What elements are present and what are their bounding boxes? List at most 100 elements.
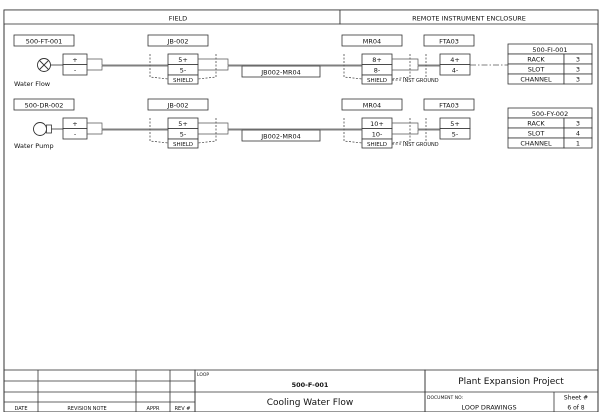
device-terminal-minus-label: -	[74, 131, 77, 139]
jb-tag: JB-002	[166, 38, 188, 46]
device-terminal-plus-label: +	[72, 120, 77, 128]
device-terminal-plus-label: +	[72, 56, 77, 64]
rie-header-cell	[339, 9, 599, 25]
title-block	[3, 369, 599, 413]
loop-1: 500-FT-001 JB-002 MR04 FTA03 Water Flow …	[13, 34, 593, 88]
fta-terminal-minus-label: 5-	[452, 131, 459, 139]
instrument-tag: 500-FT-001	[26, 38, 63, 46]
mr-shield-right	[391, 118, 411, 144]
mr-terminal-plus-label: 8+	[372, 56, 382, 64]
mr-shield-terminal	[361, 138, 393, 149]
loop-2: 500-DR-002 JB-002 MR04 FTA03 Water Pump …	[13, 98, 593, 150]
jb-shield-left	[149, 118, 169, 144]
jb-shield-label: SHIELD	[173, 142, 193, 148]
mr-shield-label: SHIELD	[367, 142, 387, 148]
rev-header-note: REVISION NOTE	[67, 406, 106, 412]
jb-terminal-minus-label: 5-	[180, 131, 187, 139]
jb-shield-left	[149, 54, 169, 80]
io-row-value: 3	[576, 56, 580, 64]
device-label: Water Pump	[14, 142, 54, 150]
mr-shield-terminal	[361, 74, 393, 85]
project-name: Plant Expansion Project	[458, 377, 564, 387]
rev-header-appr: APPR	[147, 406, 160, 412]
rie-header: REMOTE INSTRUMENT ENCLOSURE	[412, 15, 526, 23]
document-name: LOOP DRAWINGS	[461, 404, 516, 412]
fta-terminal-minus	[439, 128, 471, 140]
document-label: DOCUMENT NO:	[427, 395, 463, 401]
rev-header-rev: REV #	[175, 406, 191, 412]
jb-tag-box	[147, 98, 209, 111]
fta-tag-box	[423, 98, 475, 111]
sheet-label: Sheet #	[564, 395, 588, 402]
loop-number: 500-F-001	[292, 381, 329, 389]
io-row-label: SLOT	[528, 66, 545, 74]
mr-tag-box	[341, 98, 403, 111]
instrument-tag-box	[13, 98, 75, 111]
mr-tag: MR04	[363, 102, 381, 110]
io-tag: 500-FI-001	[532, 46, 567, 54]
io-row-value: 3	[576, 76, 580, 84]
fta-tag: FTA03	[439, 102, 459, 110]
title-block-text: DATE REVISION NOTE APPR REV # LOOP 500-F…	[14, 372, 588, 412]
mr-shield-label: SHIELD	[367, 78, 387, 84]
io-tag: 500-FY-002	[532, 110, 568, 118]
jb-shield-terminal	[167, 74, 199, 85]
loop-2-wiring	[87, 122, 440, 135]
jb-shield-terminal	[167, 138, 199, 149]
io-value-cell	[563, 73, 593, 85]
mr-shield-left	[343, 54, 363, 80]
flow-meter-icon	[37, 58, 63, 72]
mr-tag: MR04	[363, 38, 381, 46]
mr-shield-left	[343, 118, 363, 144]
jb-shield-right	[197, 54, 217, 80]
jb-tag: JB-002	[166, 102, 188, 110]
loop-1-wiring	[87, 58, 508, 71]
header-strip: FIELD REMOTE INSTRUMENT ENCLOSURE	[3, 9, 599, 25]
jb-terminal-plus-label: 5+	[178, 120, 188, 128]
fta-terminal-plus-label: 4+	[450, 56, 460, 64]
io-row-label: RACK	[527, 56, 545, 64]
io-row-value: 3	[576, 120, 580, 128]
mr-shield-right	[391, 54, 411, 80]
io-row-label: CHANNEL	[520, 76, 552, 84]
io-row-value: 1	[576, 140, 580, 148]
device-terminal-minus-label: -	[74, 67, 77, 75]
fta-tag-box	[423, 34, 475, 47]
inst-ground-label: INST GROUND	[403, 78, 439, 84]
field-header: FIELD	[169, 15, 187, 23]
mr-terminal-minus-label: 8-	[374, 67, 381, 75]
jb-terminal-minus-label: 5-	[180, 67, 187, 75]
io-row-value: 3	[576, 66, 580, 74]
rev-header-date: DATE	[14, 406, 27, 412]
jb-tag-box	[147, 34, 209, 47]
inst-ground-label: INST GROUND	[403, 142, 439, 148]
fta-tag: FTA03	[439, 38, 459, 46]
io-row-value: 4	[576, 130, 580, 138]
fta-terminal-minus-label: 4-	[452, 67, 459, 75]
loop-title: Cooling Water Flow	[267, 398, 354, 408]
io-value-cell	[563, 137, 593, 149]
jb-shield-label: SHIELD	[173, 78, 193, 84]
mr-tag-box	[341, 34, 403, 47]
fta-terminal-plus-label: 5+	[450, 120, 460, 128]
io-row-label: RACK	[527, 120, 545, 128]
mr-terminal-plus-label: 10+	[370, 120, 384, 128]
mr-terminal-minus-label: 10-	[372, 131, 383, 139]
instrument-tag: 500-DR-002	[25, 102, 64, 110]
instrument-tag-box	[13, 34, 75, 47]
loop-label: LOOP	[197, 372, 209, 378]
io-row-label: CHANNEL	[520, 140, 552, 148]
io-row-label: SLOT	[528, 130, 545, 138]
device-label: Water Flow	[14, 80, 51, 88]
jb-shield-right	[197, 118, 217, 144]
sheet-value: 6 of 8	[567, 405, 584, 412]
jb-terminal-plus-label: 5+	[178, 56, 188, 64]
cable-tag: JB002-MR04	[260, 69, 301, 77]
pump-icon	[33, 122, 63, 136]
